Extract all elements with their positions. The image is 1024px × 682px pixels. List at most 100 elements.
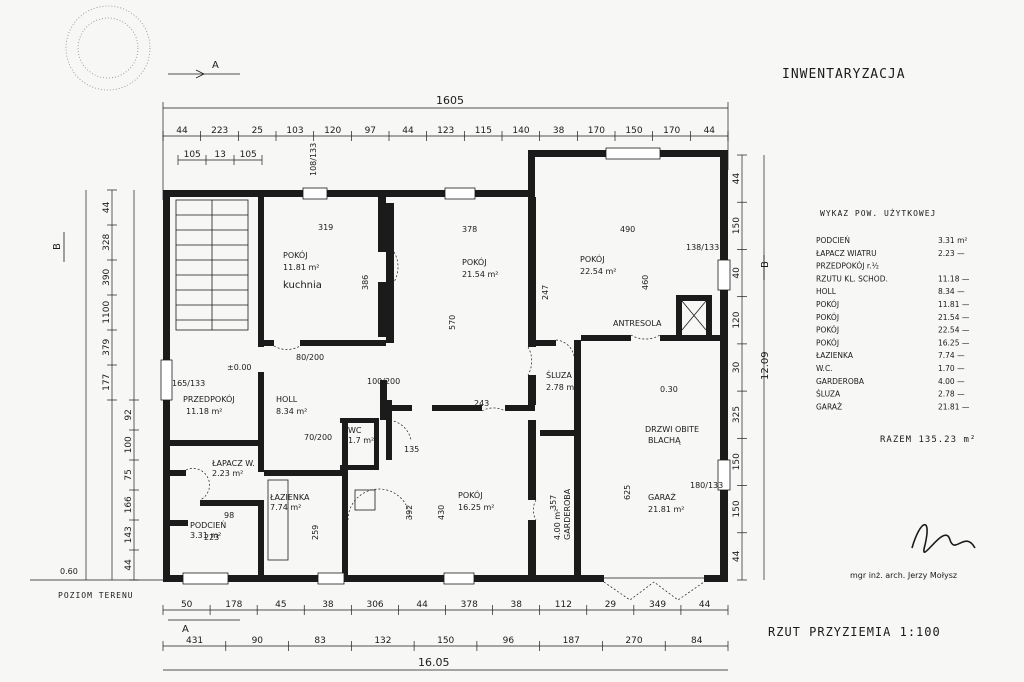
dimension-value: 44 <box>124 559 134 571</box>
dimension-value: 325 <box>732 406 742 423</box>
schedule-item-label: ŚLUZA <box>816 390 841 399</box>
exterior-walls <box>163 150 728 582</box>
dimension-value: 150 <box>732 217 742 234</box>
dimension-value: 44 <box>176 126 188 136</box>
section-marker-bottom: A <box>168 619 240 635</box>
dimension-value: 187 <box>563 636 580 646</box>
dimension-value: 38 <box>322 600 334 610</box>
schedule-item-label: RZUTU KL. SCHOD. <box>816 274 888 283</box>
room-area: 1.7 m² <box>348 436 374 445</box>
room-area: 11.18 m² <box>186 407 222 416</box>
inner-dimension-value: 108/133 <box>309 143 318 176</box>
inner-dimension-value: 625 <box>623 485 632 500</box>
room-area: 2.23 m² <box>212 469 243 478</box>
room-area: 2.78 m² <box>546 383 577 392</box>
dimension-value: 132 <box>374 636 391 646</box>
dimension-value: 150 <box>437 636 454 646</box>
dimension-value: 45 <box>275 600 286 610</box>
inner-dimension-value: 70/200 <box>304 433 332 442</box>
dimension-value: 115 <box>475 126 492 136</box>
inner-dimension-value: 80/200 <box>296 353 324 362</box>
inner-dimension-value: 490 <box>620 225 635 234</box>
dimension-value: 44 <box>416 600 428 610</box>
schedule-item-value: 1.70 — <box>938 364 965 373</box>
dimension-value: 44 <box>704 126 716 136</box>
dimension-value: 103 <box>286 126 303 136</box>
schedule-item-value: 21.81 — <box>938 402 970 411</box>
room-label: POKÓJ <box>283 249 308 260</box>
schedule-item-label: POKÓJ <box>816 300 839 309</box>
schedule-item-label: HOLL <box>816 287 837 296</box>
room-label: WC <box>348 426 362 435</box>
kitchen-note: kuchnia <box>283 280 322 291</box>
room-label: GARAŻ <box>648 492 676 502</box>
door-swings <box>185 251 661 521</box>
inner-dimension-value: 100/200 <box>367 377 400 386</box>
inner-dimension-value: 180/133 <box>690 481 723 490</box>
terrain-label-group: POZIOM TERENU <box>30 579 163 600</box>
dimension-value: 150 <box>732 453 742 470</box>
level-mark: ±0.00 <box>227 363 252 372</box>
inner-dimension-value: 319 <box>318 223 333 232</box>
room-area: 3.31 m² <box>190 531 221 540</box>
schedule-item-value: 2.23 — <box>938 249 965 258</box>
dimension-value: 223 <box>211 126 228 136</box>
svg-text:A: A <box>212 60 219 71</box>
room-area: 22.54 m² <box>580 267 616 276</box>
dimension-value: 150 <box>732 500 742 517</box>
room-label: ŁAZIENKA <box>269 493 310 502</box>
schedule-item-value: 3.31 m² <box>938 236 967 245</box>
schedule-item-label: GARDEROBA <box>816 377 865 386</box>
schedule-item-value: 7.74 — <box>938 351 965 360</box>
inner-dimension-value: 247 <box>541 285 550 300</box>
terrain-label: POZIOM TERENU <box>58 591 134 600</box>
dimension-value: 25 <box>252 126 263 136</box>
chimney <box>681 300 707 331</box>
drawing-title: INWENTARYZACJA <box>782 67 906 82</box>
dimension-bottom-total: 16.05 <box>163 656 728 671</box>
schedule-item-value: 2.78 — <box>938 390 965 399</box>
dimension-value: 306 <box>366 600 383 610</box>
room-label: POKÓJ <box>462 256 487 267</box>
room-area: 7.74 m² <box>270 503 301 512</box>
room-label: PODCIEŃ <box>190 519 226 530</box>
schedule-item-value: 11.18 — <box>938 274 970 283</box>
dimension-value: 120 <box>324 126 341 136</box>
inner-dimension-value: 165/133 <box>172 379 205 388</box>
inner-dimension-value: 378 <box>462 225 477 234</box>
dimension-value: 30 <box>732 361 742 373</box>
room-label: ŚLUZA <box>546 369 572 380</box>
dimension-value: 178 <box>225 600 242 610</box>
schedule-item-value: 22.54 — <box>938 326 970 335</box>
room-area: 11.81 m² <box>283 263 319 272</box>
room-label: HOLL <box>276 395 298 404</box>
room-area: 8.34 m² <box>276 407 307 416</box>
dimension-value: 96 <box>503 636 515 646</box>
schedule-item-value: 21.54 — <box>938 313 970 322</box>
schedule-item-label: GARAŻ <box>816 402 842 411</box>
dimension-value: 13 <box>214 150 225 160</box>
dimension-value: 100 <box>124 436 134 453</box>
signature: mgr inż. arch. Jerzy Mołysz <box>850 523 976 580</box>
dimension-value: 328 <box>102 233 112 250</box>
schedule-item-value: 16.25 — <box>938 338 970 347</box>
schedule-item-label: POKÓJ <box>816 338 839 347</box>
inner-dimension-value: 98 <box>224 511 234 520</box>
inner-dimension-value: 460 <box>641 275 650 290</box>
inner-dimension-value: 386 <box>361 275 370 290</box>
staircase <box>175 199 249 331</box>
inner-dimension-value: 243 <box>474 399 489 408</box>
inner-dimension-value: 430 <box>437 505 446 520</box>
antresola-label: ANTRESOLA <box>613 319 662 328</box>
inner-dimension-value: 135 <box>404 445 419 454</box>
schedule-item-label: W.C. <box>816 364 833 373</box>
dimension-value: 170 <box>663 126 680 136</box>
room-area: 16.25 m² <box>458 503 494 512</box>
dimension-value: 105 <box>184 150 201 160</box>
svg-text:16.05: 16.05 <box>418 656 450 669</box>
dimension-value: 150 <box>625 126 642 136</box>
room-area: 4.00 m² <box>553 509 562 540</box>
